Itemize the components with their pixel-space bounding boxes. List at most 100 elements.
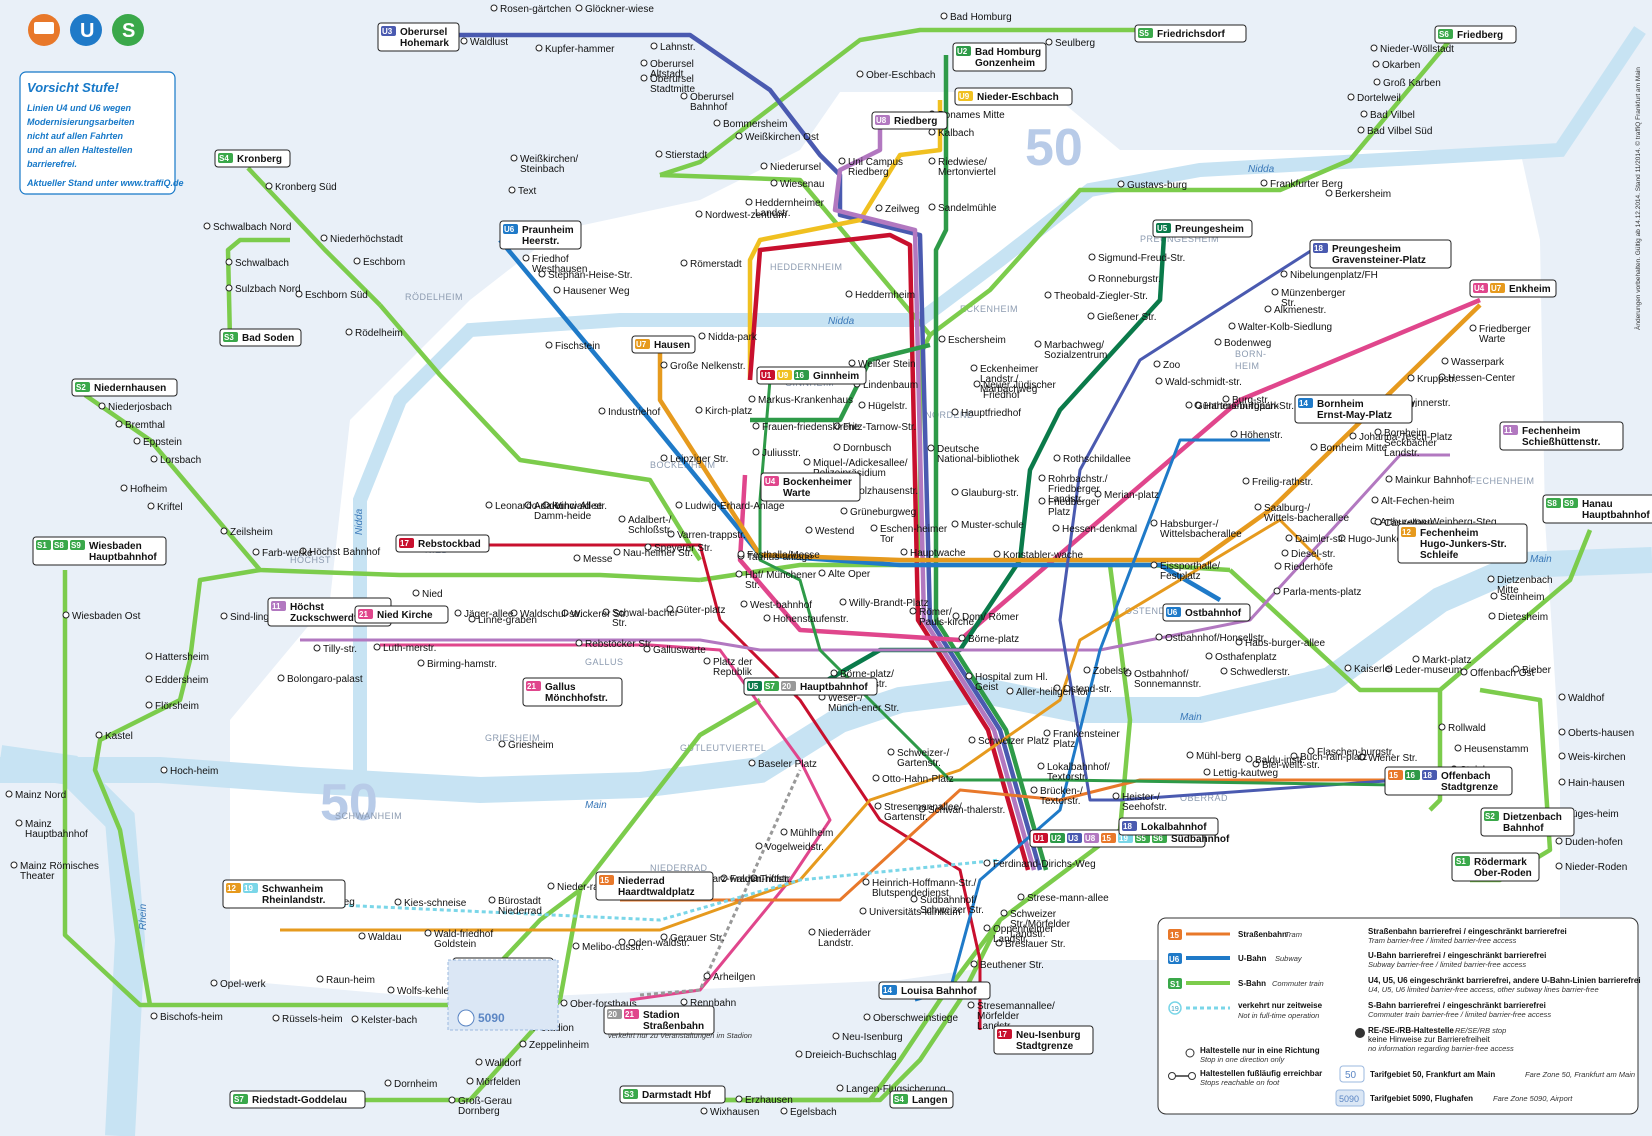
station-label[interactable]: Theobald-Ziegler-Str. (1054, 291, 1148, 302)
station-label[interactable]: Waldhof (1568, 693, 1605, 704)
station-label[interactable]: Hofheim (130, 484, 167, 495)
station-label[interactable]: Mainkur Bahnhof (1395, 475, 1471, 486)
station-label[interactable]: Günthers-burgpark (1195, 401, 1280, 412)
station-label[interactable]: Hugo-Junkers-Str. (1348, 534, 1429, 545)
station-label[interactable]: Wiener Str. (1368, 753, 1417, 764)
station-label[interactable]: Text (518, 186, 537, 197)
station-label[interactable]: Opel-werk (220, 979, 267, 990)
station-label[interactable]: Parla-ments-platz (1283, 587, 1361, 598)
station-label[interactable]: Eschborn Süd (305, 290, 368, 301)
station-label[interactable]: Riedwiese/Mertonviertel (938, 157, 996, 178)
station-label[interactable]: Waldlust (470, 37, 508, 48)
station-label[interactable]: Gwinnerstr. (1400, 398, 1451, 409)
station-label[interactable]: Schwarz-waldstr. (688, 874, 764, 885)
station-label[interactable]: Messe (583, 554, 613, 565)
station-label[interactable]: Hoch-heim (170, 766, 218, 777)
station-label[interactable]: Grüneburgweg (850, 507, 916, 518)
station-label[interactable]: Dornheim (394, 1079, 437, 1090)
station-label[interactable]: Arthur-von-Weinberg-Steg (1380, 517, 1497, 528)
station-label[interactable]: Burg-str. (1232, 395, 1270, 406)
station-label[interactable]: Weser-/Münch-ener Str. (828, 693, 899, 714)
station-label[interactable]: Eissporthalle/Festplatz (1160, 561, 1220, 582)
station-label[interactable]: Gustavs-burg (1127, 180, 1187, 191)
station-label[interactable]: Römer/Pauls-kirche (919, 607, 974, 628)
station-label[interactable]: Festhalle/Messe (747, 550, 820, 561)
station-label[interactable]: Weis-kirchen (1568, 752, 1626, 763)
station-label[interactable]: Nau-heimer Str. (623, 548, 693, 559)
station-label[interactable]: Tilly-str. (323, 644, 357, 655)
station-label[interactable]: Römerstadt (690, 259, 742, 270)
station-label[interactable]: Marbachweg/Sozialzentrum (1044, 340, 1107, 361)
station-label[interactable]: Stresemannallee/Gartenstr. (884, 802, 962, 823)
station-label[interactable]: Frankfurter Berg (1270, 179, 1343, 190)
station-label[interactable]: Hattersheim (155, 652, 209, 663)
station-label[interactable]: Kupfer-hammer (545, 44, 615, 55)
station-label[interactable]: Flaschen-burgstr. (1317, 747, 1394, 758)
station-label[interactable]: Bischofs-heim (160, 1012, 223, 1023)
station-label[interactable]: Lorsbach (160, 455, 201, 466)
station-label[interactable]: Groß Karben (1383, 78, 1441, 89)
station-label[interactable]: Rödelheim (355, 328, 403, 339)
station-label[interactable]: Wiesbaden Ost (72, 611, 141, 622)
station-label[interactable]: Dornbusch (843, 443, 891, 454)
station-label[interactable]: Kalbach (938, 128, 974, 139)
station-label[interactable]: Weißkirchen/Steinbach (520, 154, 578, 175)
station-label[interactable]: Melibo-cusstr. (582, 942, 644, 953)
station-label[interactable]: Niederjosbach (108, 402, 172, 413)
station-label[interactable]: Südbahnhof/Schweizer Str. (920, 895, 984, 916)
station-label[interactable]: Güter-platz (676, 605, 725, 616)
station-label[interactable]: Kelster-bach (361, 1015, 417, 1026)
station-label[interactable]: Farb-werke (262, 548, 313, 559)
station-label[interactable]: Varren-trappstr. (677, 530, 746, 541)
station-label[interactable]: Rollwald (1448, 723, 1486, 734)
station-label[interactable]: Baseler Platz (758, 759, 817, 770)
station-label[interactable]: Neu-Isenburg (842, 1032, 903, 1043)
station-label[interactable]: Ostend-str. (1063, 684, 1112, 695)
station-label[interactable]: Langen-Flugsicherung (846, 1084, 946, 1095)
station-label[interactable]: Glöckner-wiese (585, 4, 654, 15)
station-label[interactable]: Offenbach Ost (1470, 668, 1535, 679)
station-label[interactable]: Eppstein (143, 437, 182, 448)
station-label[interactable]: Westend (815, 526, 854, 537)
station-label[interactable]: Alt-Fechen-heim (1381, 496, 1454, 507)
station-label[interactable]: Wiesenau (780, 179, 824, 190)
station-label[interactable]: Breslauer Str. (1005, 939, 1066, 950)
station-label[interactable]: Bad Vilbel Süd (1367, 126, 1432, 137)
station-label[interactable]: Walter-Kolb-Siedlung (1238, 322, 1332, 333)
station-label[interactable]: Alkmenestr. (1274, 305, 1326, 316)
station-label[interactable]: Wixhausen (710, 1107, 759, 1118)
station-label[interactable]: Erzhausen (745, 1095, 793, 1106)
station-label[interactable]: Osthafenplatz (1215, 652, 1277, 663)
station-label[interactable]: Galluswarte (653, 645, 706, 656)
station-label[interactable]: Heusenstamm (1464, 744, 1528, 755)
station-label[interactable]: Hauptfriedhof (961, 408, 1021, 419)
station-label[interactable]: Steinheim (1500, 592, 1544, 603)
station-label[interactable]: Mühl-berg (1196, 751, 1241, 762)
station-label[interactable]: Zobelstr. (1093, 666, 1131, 677)
station-label[interactable]: Raun-heim (326, 975, 375, 986)
